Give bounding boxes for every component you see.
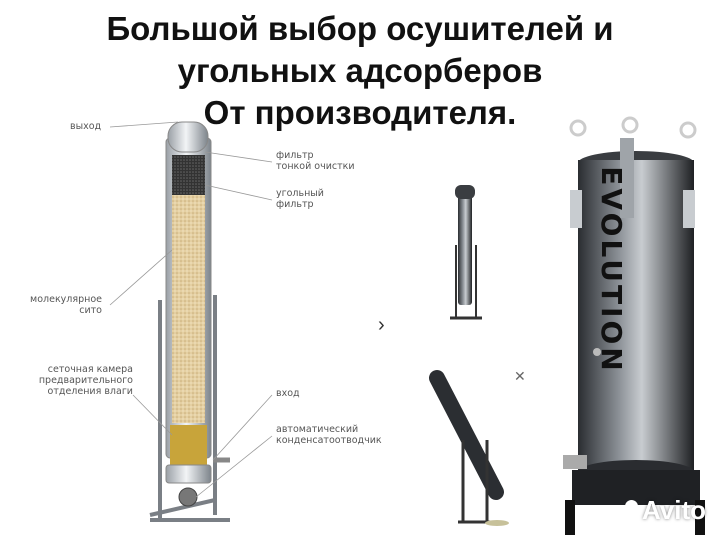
label-carbon-filter: угольный фильтр: [276, 188, 324, 210]
chevron-right-icon[interactable]: ›: [378, 314, 385, 336]
moisture-chamber: [170, 425, 207, 465]
label-molecular-sieve: молекулярное сито: [30, 294, 102, 316]
brand-label: EVOLUTION: [595, 166, 628, 374]
drain-valve: [178, 487, 198, 507]
support-frame: [149, 295, 230, 522]
column-cap: [167, 121, 209, 153]
label-inlet: вход: [276, 388, 300, 399]
avito-watermark: Avito: [615, 495, 706, 526]
headline: Большой выбор осушителей и угольных адсо…: [0, 8, 720, 134]
headline-line-1: Большой выбор осушителей и: [106, 10, 614, 47]
label-fine-filter: фильтр тонкой очистки: [276, 150, 355, 172]
avito-watermark-text: Avito: [641, 495, 706, 525]
label-mesh-chamber: сеточная камера предварительного отделен…: [38, 364, 133, 397]
molecular-sieve-layer: [172, 195, 205, 423]
tank-body: [578, 160, 694, 472]
headline-line-2: угольных адсорберов: [177, 52, 543, 89]
fine-filter-layer: [172, 155, 205, 195]
avito-logo-icon: [615, 499, 638, 522]
headline-line-3: От производителя.: [203, 94, 517, 131]
tilted-dryer-image: [429, 370, 509, 526]
close-icon[interactable]: ✕: [514, 368, 526, 384]
label-drain: автоматический конденсатоотводчик: [276, 424, 382, 446]
small-dryer-image: [450, 185, 482, 320]
evolution-dryer-image: [563, 116, 705, 535]
label-outlet: выход: [70, 121, 102, 132]
